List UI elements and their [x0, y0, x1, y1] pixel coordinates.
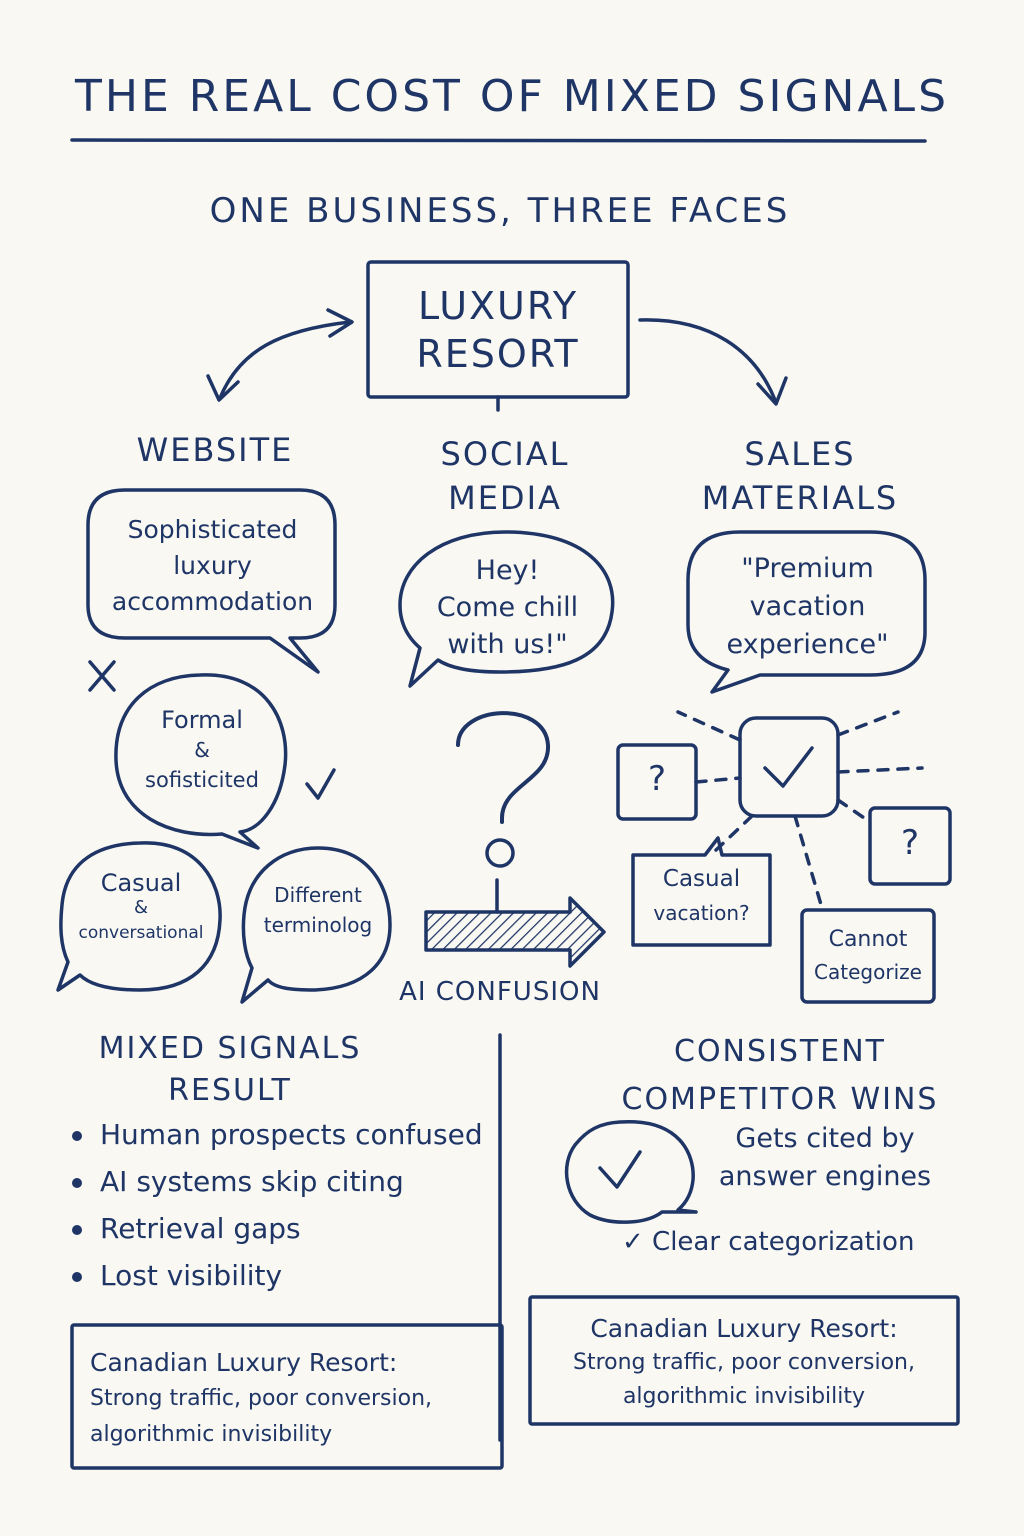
cannot-categorize-line-2: Categorize — [814, 960, 922, 984]
cannot-categorize-line-1: Cannot — [828, 927, 908, 952]
cannot-categorize-box — [800, 908, 936, 1004]
cited-line-2: answer engines — [718, 1161, 932, 1192]
hub-check-mark — [763, 746, 814, 788]
casual-line-2: & — [133, 897, 149, 918]
cited-line-1: Gets cited by — [735, 1123, 915, 1154]
casual-vacation-line-1: Casual — [662, 866, 741, 892]
website-bubble-line-2: luxury — [173, 551, 252, 580]
casual-vacation-line-2: vacation? — [653, 901, 750, 925]
social-bubble-line-3: with us!" — [447, 629, 568, 660]
social-bubble-line-1: Hey! — [475, 555, 540, 586]
page-subtitle: ONE BUSINESS, THREE FACES — [209, 191, 791, 231]
casual-vacation-box — [631, 836, 772, 947]
formal-line-3: sofisticited — [145, 768, 259, 792]
list-item: Human prospects confused — [72, 1118, 483, 1151]
question-box-right-text: ? — [900, 823, 920, 863]
mixed-heading-line-1: MIXED SIGNALS — [98, 1031, 362, 1066]
list-item: Retrieval gaps — [72, 1212, 483, 1245]
competitor-heading: CONSISTENT COMPETITOR WINS — [610, 1028, 950, 1124]
competitor-check-mark — [598, 1150, 642, 1189]
case-left-text: Canadian Luxury Resort: Strong traffic, … — [90, 1345, 432, 1453]
sales-bubble-text: "Premium vacation experience" — [690, 550, 925, 664]
small-check-mark — [305, 768, 336, 800]
cannot-categorize-text: Cannot Categorize — [802, 924, 934, 988]
social-bubble-text: Hey! Come chill with us!" — [405, 552, 610, 663]
social-media-heading: SOCIAL MEDIA — [400, 432, 610, 520]
mixed-signals-list: Human prospects confused AI systems skip… — [72, 1118, 483, 1306]
dashed-connectors — [676, 710, 924, 910]
competitor-heading-line-2: COMPETITOR WINS — [621, 1082, 939, 1117]
mixed-signals-heading: MIXED SIGNALS RESULT — [80, 1028, 380, 1112]
list-item: Lost visibility — [72, 1259, 483, 1292]
question-mark — [456, 711, 551, 824]
different-bubble — [240, 846, 392, 1004]
sales-heading-line-1: SALES — [744, 435, 856, 473]
social-bubble-line-2: Come chill — [436, 592, 579, 623]
sales-bubble-line-3: experience" — [726, 629, 889, 660]
competitor-cited-text: Gets cited by answer engines — [700, 1120, 950, 1196]
case-box-left — [70, 1323, 504, 1470]
sales-bubble-line-2: vacation — [749, 591, 866, 622]
website-bubble-line-3: accommodation — [111, 587, 314, 616]
arrow-to-sales — [638, 318, 777, 402]
luxury-resort-label: LUXURY RESORT — [368, 282, 628, 378]
different-line-2: terminolog — [263, 913, 373, 937]
website-bubble-text: Sophisticated luxury accommodation — [90, 512, 335, 620]
case-right-line-1: Strong traffic, poor conversion, — [572, 1350, 915, 1375]
sales-materials-heading: SALES MATERIALS — [670, 432, 930, 520]
formal-bubble — [114, 673, 288, 850]
case-left-line-1: Strong traffic, poor conversion, — [90, 1386, 433, 1411]
casual-bubble — [56, 841, 222, 992]
check-hub-box — [738, 716, 840, 818]
website-heading: WEBSITE — [136, 431, 294, 469]
casual-line-3: conversational — [78, 923, 204, 943]
arrow-to-website — [218, 320, 352, 400]
ai-confusion-label: AI CONFUSION — [399, 977, 601, 1007]
case-left-title: Canadian Luxury Resort: — [90, 1348, 398, 1377]
sales-bubble-line-1: "Premium — [741, 553, 874, 584]
social-heading-line-2: MEDIA — [448, 479, 562, 517]
sales-bubble — [686, 530, 927, 694]
sales-heading-line-2: MATERIALS — [701, 479, 899, 517]
case-left-line-2: algorithmic invisibility — [90, 1422, 333, 1447]
case-box-right — [528, 1295, 960, 1426]
formal-line-1: Formal — [161, 706, 243, 734]
competitor-heading-line-1: CONSISTENT — [674, 1034, 886, 1069]
competitor-bubble — [564, 1120, 698, 1224]
question-dot — [485, 838, 515, 868]
different-line-1: Different — [274, 883, 362, 907]
case-right-line-2: algorithmic invisibility — [622, 1384, 866, 1409]
different-bubble-text: Different terminolog — [246, 880, 390, 940]
formal-line-2: & — [194, 738, 210, 762]
mixed-heading-line-2: RESULT — [168, 1073, 292, 1108]
formal-bubble-text: Formal & sofisticited — [118, 705, 286, 795]
page-title: THE REAL COST OF MIXED SIGNALS — [74, 71, 949, 122]
social-heading-line-1: SOCIAL — [440, 435, 570, 473]
question-box-right — [868, 806, 952, 886]
website-bubble-line-1: Sophisticated — [127, 515, 298, 544]
casual-vacation-text: Casual vacation? — [633, 862, 770, 930]
cross-mark — [88, 660, 116, 692]
title-underline — [70, 138, 927, 143]
arrowhead-right — [756, 376, 788, 406]
question-box-left-text: ? — [647, 759, 667, 799]
clear-categorization-text: ✓ Clear categorization — [622, 1227, 915, 1257]
luxury-resort-line-1: LUXURY — [417, 284, 579, 328]
luxury-resort-line-2: RESORT — [416, 332, 580, 376]
case-right-text: Canadian Luxury Resort: Strong traffic, … — [530, 1312, 958, 1414]
arrowhead-left-bottom — [206, 374, 240, 402]
case-right-title: Canadian Luxury Resort: — [590, 1314, 898, 1343]
casual-bubble-text: Casual & conversational — [60, 868, 222, 948]
social-bubble — [398, 530, 615, 688]
ai-confusion-arrow — [424, 896, 606, 968]
casual-line-1: Casual — [100, 869, 182, 897]
list-item: AI systems skip citing — [72, 1165, 483, 1198]
website-bubble — [86, 488, 337, 674]
arrowhead-left-top — [326, 308, 354, 338]
